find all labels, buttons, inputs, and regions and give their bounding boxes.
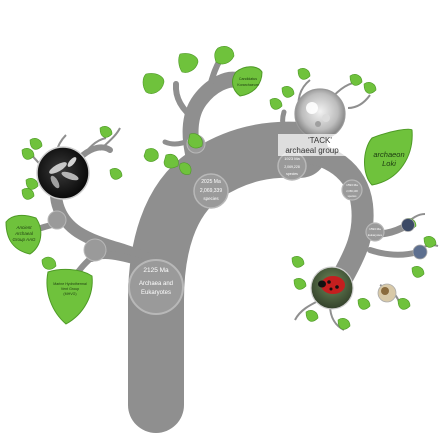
- fungus-photo-icon[interactable]: [377, 283, 397, 303]
- node-root-age: 2125 Ma: [143, 267, 169, 274]
- branch-upper-left: [172, 81, 199, 123]
- node-middle-age: 2025 Ma: [201, 179, 221, 185]
- leaf-tack-line1: 'TACK': [308, 136, 332, 145]
- node-tack-split[interactable]: 1923 Ma 2,069,228 species: [277, 151, 307, 181]
- leaf-aag[interactable]: Ancient Archaeal Group AAG: [5, 214, 42, 255]
- node-euk-split-count: 2,069,100: [346, 189, 358, 193]
- leaf-korarchaeum-line2: Korarchaeum: [237, 83, 259, 87]
- leaf-mhvg-line2: Vent Group: [61, 287, 79, 291]
- node-root[interactable]: 2125 Ma Archaea and Eukaryotes: [128, 259, 184, 315]
- node-euk-label: Eukaryotes: [368, 233, 383, 237]
- leaf-loki-line1: archaeon: [373, 150, 404, 159]
- leaf-korarchaeum[interactable]: Candidatus Korarchaeum: [232, 66, 263, 97]
- node-middle-unit: species: [203, 196, 219, 201]
- decorative-leaves: [21, 46, 437, 330]
- ladybird-photo-icon[interactable]: [310, 266, 354, 310]
- node-tack-split-unit: species: [286, 172, 298, 176]
- leaf-mhvg[interactable]: Marine Hydrothermal Vent Group (MHVG): [46, 268, 93, 325]
- node-tack-split-age: 1923 Ma: [284, 156, 300, 161]
- archaea-micrograph-icon[interactable]: [36, 146, 90, 200]
- node-euk[interactable]: 1593 Ma Eukaryotes: [365, 222, 385, 242]
- node-middle[interactable]: 2025 Ma 2,069,339 species: [193, 173, 229, 209]
- leaf-mhvg-line3: (MHVG): [63, 292, 76, 296]
- small-organism-photo-icon[interactable]: [401, 218, 428, 260]
- leaf-mhvg-line1: Marine Hydrothermal: [53, 282, 87, 286]
- leaf-tack[interactable]: 'TACK' archaeal group: [278, 134, 346, 156]
- branches: [21, 57, 421, 433]
- branch-upper: [182, 71, 244, 186]
- leaf-aag-line2: Archaeal: [14, 231, 34, 236]
- leaf-korarchaeum-line1: Candidatus: [239, 77, 257, 81]
- leaf-aag-line3: Group AAG: [12, 237, 36, 242]
- node-euk-split-unit: species: [348, 194, 357, 198]
- node-root-label-2: Eukaryotes: [141, 290, 171, 296]
- node-middle-count: 2,069,339: [200, 188, 222, 194]
- node-euk-split-age: 1593 Ma: [346, 183, 358, 187]
- branch-upper-left2: [162, 137, 193, 147]
- node-tack-split-count: 2,069,228: [284, 165, 300, 169]
- branch-spiral-inner2: [367, 247, 421, 258]
- leaf-loki[interactable]: archaeon Loki: [364, 128, 413, 186]
- leaf-aag-line1: Ancient: [15, 225, 32, 230]
- leaf-tack-line2: archaeal group: [285, 146, 339, 155]
- node-euk-age: 1593 Ma: [369, 227, 381, 231]
- leaf-loki-line2: Loki: [382, 159, 396, 168]
- node-root-label-1: Archaea and: [139, 281, 173, 287]
- tack-micrograph-icon[interactable]: [294, 88, 346, 140]
- node-euk-split[interactable]: 1593 Ma 2,069,100 species: [341, 179, 363, 201]
